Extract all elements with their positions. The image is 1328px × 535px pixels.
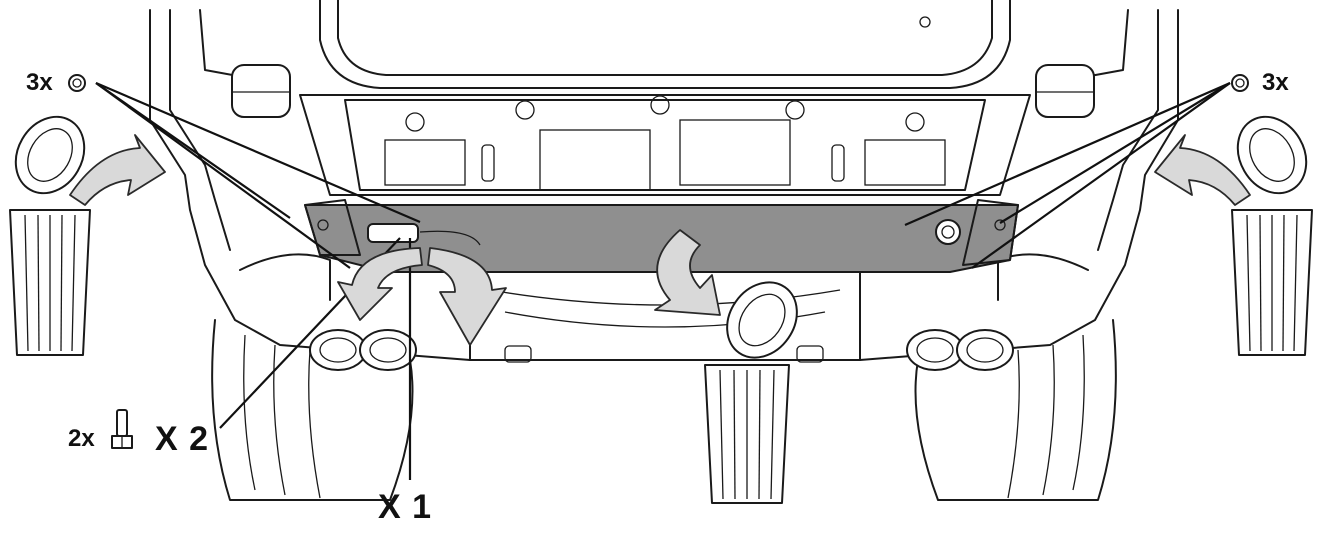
position-x2-label: X 2 (155, 420, 210, 458)
rear-wheels (211, 319, 1117, 501)
curved-arrow-icon (1154, 134, 1251, 206)
exhaust-tips (309, 329, 1014, 371)
nut-icon (68, 74, 86, 92)
left-nut-pointer-lines (95, 81, 421, 269)
waste-bin-icon (1231, 115, 1313, 356)
position-x1-label: X 1 (378, 488, 433, 526)
curved-arrow-icon (427, 247, 507, 346)
curved-arrow-icon (654, 229, 721, 316)
nut-icon (1231, 74, 1249, 92)
left-nut-quantity-label: 3x (26, 69, 53, 96)
waste-bin-icon (704, 281, 798, 504)
right-nut-quantity-label: 3x (1262, 69, 1289, 96)
curved-arrow-icon (337, 247, 423, 321)
bolt-icon (111, 409, 133, 449)
waste-bin-icon (9, 115, 91, 356)
curved-arrow-icon (69, 134, 166, 206)
bumper-carrier-removed (304, 199, 1019, 273)
right-nut-pointer-lines (904, 81, 1231, 269)
bolt-quantity-label: 2x (68, 425, 95, 452)
